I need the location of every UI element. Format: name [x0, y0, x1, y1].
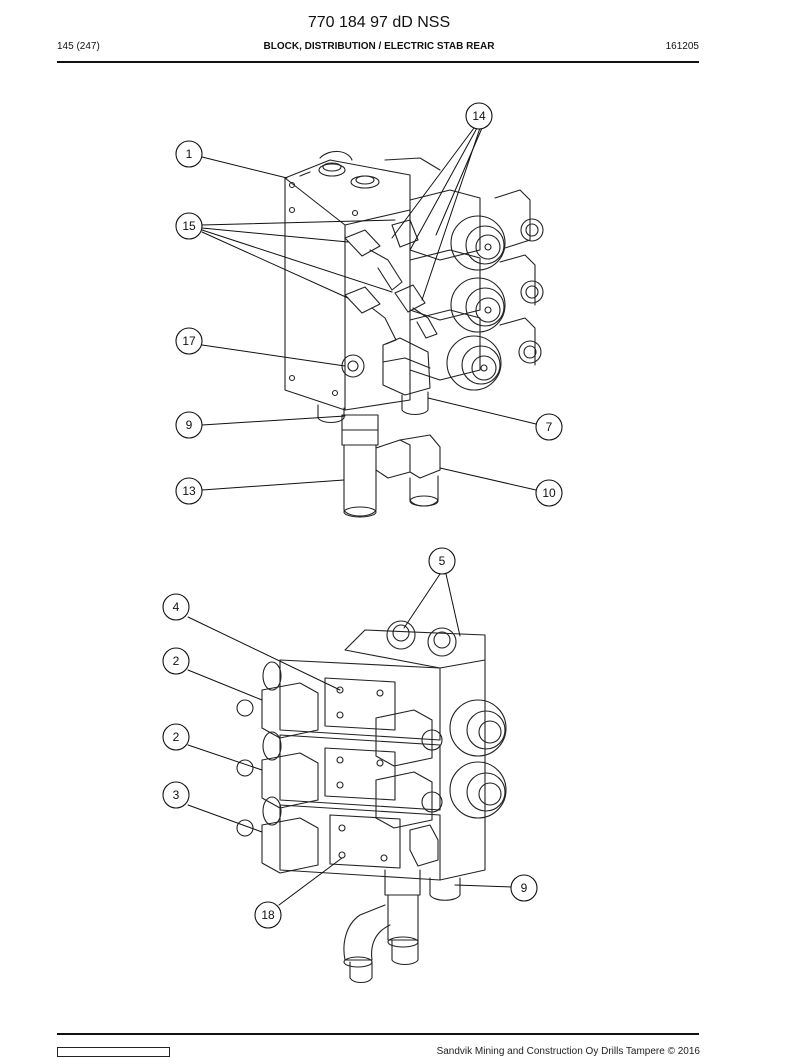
date-code: 161205: [665, 41, 699, 52]
callout-label-3: 3: [173, 788, 180, 802]
callout-label-4: 4: [173, 600, 180, 614]
callout-labels: 1 14 15 17 9 7 13 10 5 4 2 2 3 9 18: [173, 109, 556, 922]
callout-9-top: [175, 411, 203, 439]
document-title: 770 184 97 dD NSS: [307, 14, 451, 31]
callout-5: [428, 547, 456, 575]
callout-bubbles: [162, 102, 563, 929]
callout-label-10: 10: [542, 486, 556, 500]
page-number: 145 (247): [57, 41, 100, 52]
callout-7: [535, 413, 563, 441]
callout-3: [162, 781, 190, 809]
callout-10: [535, 479, 563, 507]
brand-logo: [57, 1047, 170, 1057]
callout-label-2-lower: 2: [173, 730, 180, 744]
bottom-assembly-drawing: [236, 620, 507, 984]
section-title: BLOCK, DISTRIBUTION / ELECTRIC STAB REAR: [263, 41, 495, 52]
callout-17: [175, 327, 203, 355]
callout-label-18: 18: [261, 908, 275, 922]
top-assembly-drawing: [284, 150, 544, 518]
callout-label-15: 15: [182, 219, 196, 233]
header-rule: [57, 61, 699, 63]
callout-14: [465, 102, 493, 130]
callout-label-13: 13: [182, 484, 196, 498]
footer-rule: [57, 1033, 699, 1035]
callout-label-7: 7: [546, 420, 553, 434]
callout-label-9-bottom: 9: [521, 881, 528, 895]
callout-4: [162, 593, 190, 621]
callout-label-5: 5: [439, 554, 446, 568]
callout-15: [175, 212, 203, 240]
callout-1: [175, 140, 203, 168]
callout-2-lower: [162, 723, 190, 751]
callout-label-1: 1: [186, 147, 193, 161]
callout-label-17: 17: [182, 334, 196, 348]
callout-18: [254, 901, 282, 929]
leader-lines: [187, 127, 537, 906]
callout-label-2-upper: 2: [173, 654, 180, 668]
callout-2-upper: [162, 647, 190, 675]
callout-label-14: 14: [472, 109, 486, 123]
callout-9-bottom: [510, 874, 538, 902]
callout-13: [175, 477, 203, 505]
callout-label-9-top: 9: [186, 418, 193, 432]
footer-copyright: Sandvik Mining and Construction Oy Drill…: [436, 1046, 700, 1057]
